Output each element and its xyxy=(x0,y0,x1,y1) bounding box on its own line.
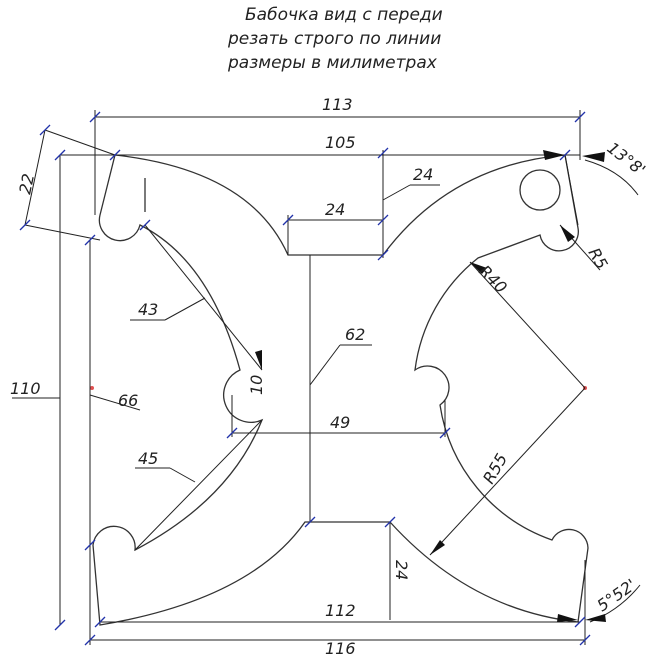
dim-45: 45 xyxy=(138,449,158,468)
dim-24-top: 24 xyxy=(325,200,345,219)
dim-105: 105 xyxy=(325,133,356,152)
dim-24-side: 24 xyxy=(413,165,433,184)
note-line-3: размеры в милиметрах xyxy=(227,53,438,73)
dim-66: 66 xyxy=(118,391,138,410)
dim-r55: R55 xyxy=(479,450,511,487)
dim-113: 113 xyxy=(322,95,353,114)
dim-10: 10 xyxy=(247,375,266,395)
dim-116: 116 xyxy=(325,639,356,656)
dim-110: 110 xyxy=(10,379,41,398)
dim-49: 49 xyxy=(330,413,350,432)
dim-22: 22 xyxy=(15,172,38,196)
dimension-ticks xyxy=(19,111,591,646)
note-line-1: Бабочка вид с переди xyxy=(245,5,443,25)
dim-5-52: 5°52' xyxy=(593,575,639,615)
dim-62: 62 xyxy=(345,325,365,344)
dimension-lines xyxy=(12,110,641,645)
dim-112: 112 xyxy=(325,601,356,620)
dim-r5: R5 xyxy=(585,245,612,273)
part-outline xyxy=(92,154,589,626)
dim-43: 43 xyxy=(138,300,158,319)
center-mark-left xyxy=(90,386,94,390)
mounting-hole xyxy=(519,169,561,211)
dim-13-8: 13°8' xyxy=(604,138,650,179)
note-line-2: резать строго по линии xyxy=(227,29,441,49)
dim-24-bottom: 24 xyxy=(392,560,411,580)
dimension-arrows xyxy=(255,150,606,622)
